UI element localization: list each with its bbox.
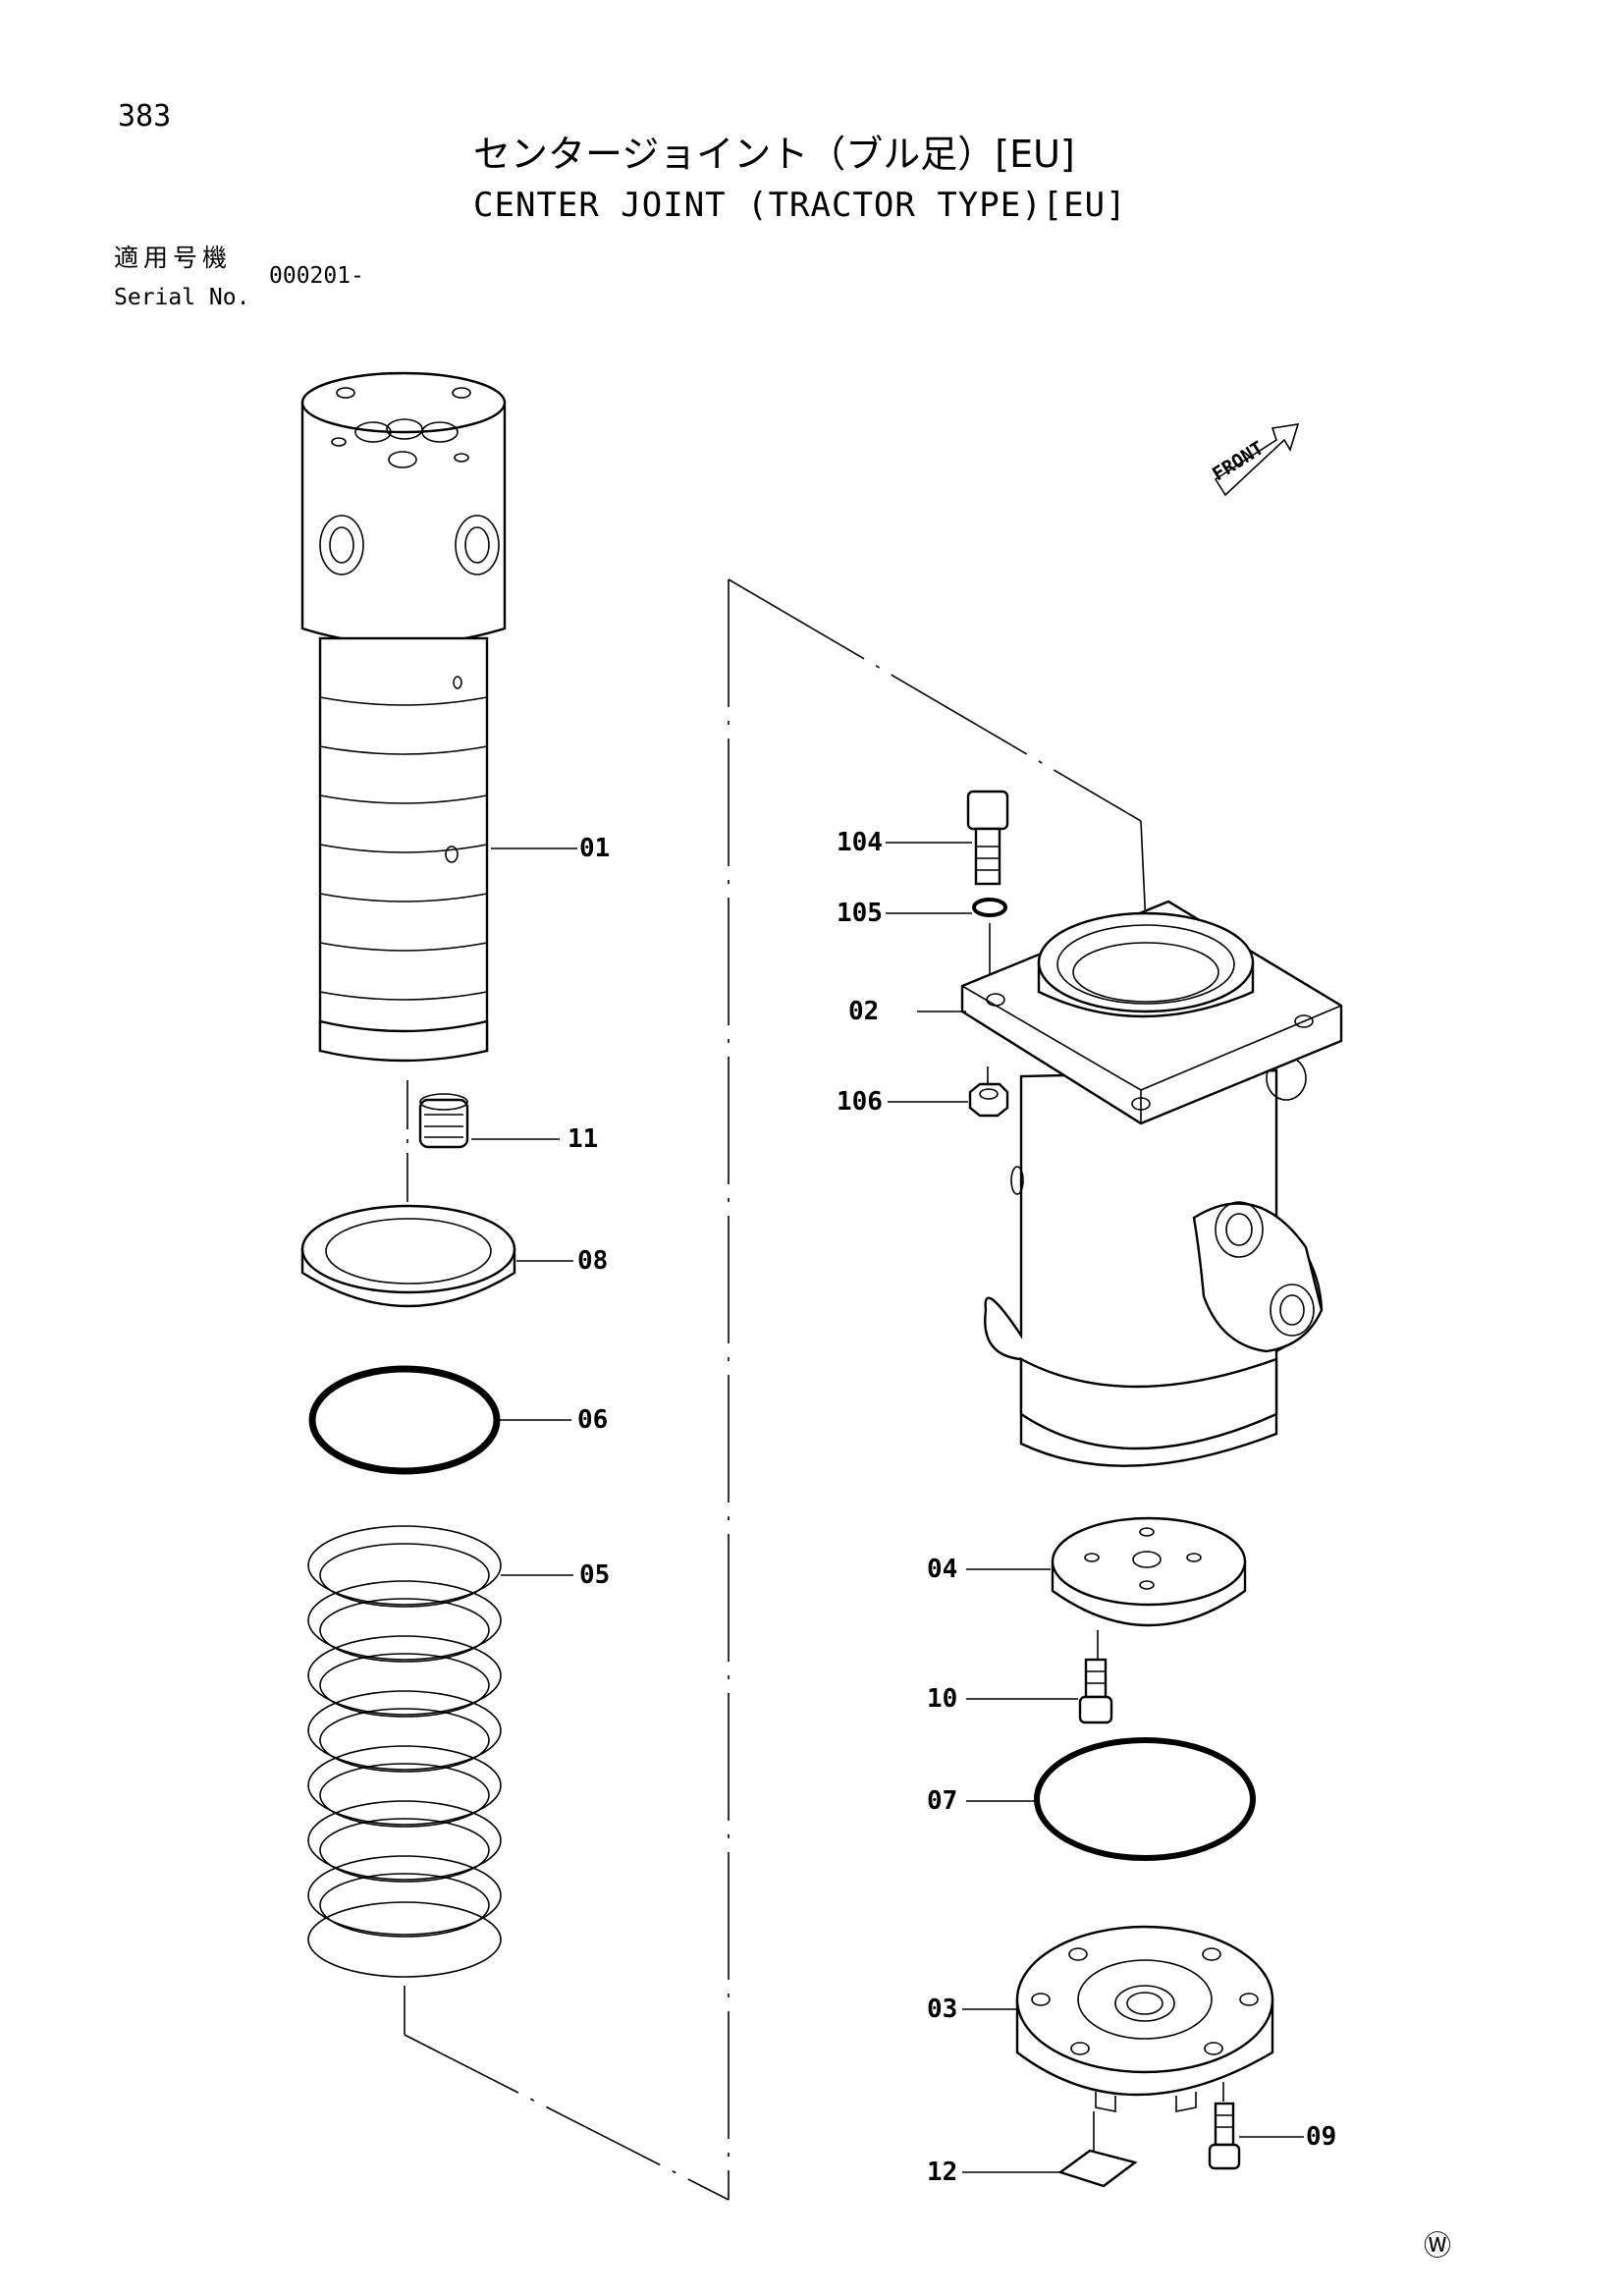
- page-title-japanese: センタージョイント（ブル足）[EU]: [473, 133, 1075, 176]
- callout-105: 105: [837, 899, 883, 928]
- part-06-o-ring: [308, 1365, 571, 1475]
- callout-06: 06: [577, 1405, 608, 1435]
- part-04-cover: [966, 1516, 1247, 1660]
- page-number: 383: [118, 99, 172, 134]
- part-07-o-ring: [966, 1737, 1256, 1861]
- part-01-spindle: [300, 371, 577, 1063]
- callout-10: 10: [927, 1684, 957, 1714]
- serial-number-value: 000201-: [269, 263, 364, 289]
- callout-04: 04: [927, 1555, 957, 1584]
- callout-11: 11: [568, 1124, 598, 1154]
- callout-104: 104: [837, 828, 883, 857]
- part-10-screw: [966, 1658, 1113, 1724]
- callout-07: 07: [927, 1786, 957, 1816]
- serial-label-english: Serial No.: [114, 285, 250, 310]
- serial-label-japanese: 適用号機: [114, 244, 233, 272]
- callout-02: 02: [848, 997, 879, 1026]
- part-11-plug: [418, 1093, 560, 1149]
- callout-01: 01: [579, 834, 610, 863]
- part-09-screw: [1208, 2102, 1304, 2170]
- part-106-nut: [888, 1066, 1009, 1118]
- part-02-body: [917, 900, 1343, 1467]
- callout-12: 12: [927, 2158, 957, 2187]
- corner-mark-icon: Ⓦ: [1424, 2229, 1451, 2262]
- callout-08: 08: [577, 1246, 608, 1276]
- part-12-name-plate: [962, 2111, 1138, 2188]
- callout-03: 03: [927, 1995, 957, 2024]
- part-03-end-cap: [962, 1925, 1274, 2112]
- part-105-washer: [886, 898, 1007, 982]
- callout-09: 09: [1306, 2122, 1336, 2152]
- part-05-seal-stack: [307, 1525, 573, 1978]
- front-arrow-label: FRONT: [1209, 437, 1268, 485]
- front-arrow-icon: FRONT: [1209, 423, 1300, 497]
- page-title-english: CENTER JOINT (TRACTOR TYPE)[EU]: [473, 186, 1127, 225]
- part-104-bolt: [886, 790, 1009, 886]
- callout-05: 05: [579, 1560, 610, 1590]
- part-08-seal: [300, 1204, 573, 1308]
- callout-106: 106: [837, 1087, 883, 1117]
